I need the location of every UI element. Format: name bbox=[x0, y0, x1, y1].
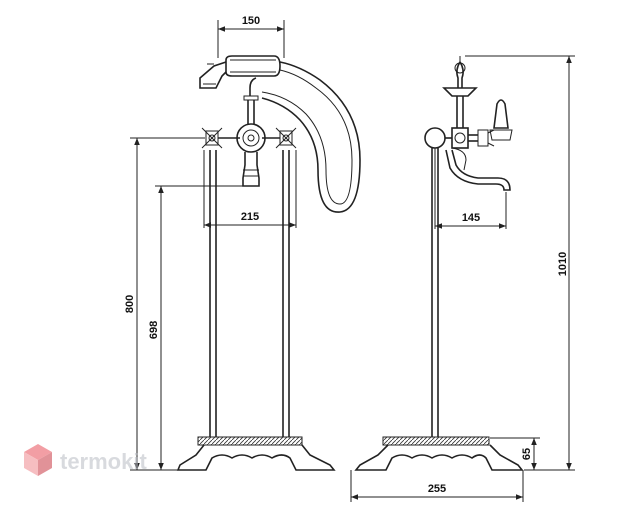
dimension-1010: 1010 bbox=[557, 252, 569, 276]
dimension-145: 145 bbox=[462, 212, 480, 224]
front-base bbox=[176, 436, 336, 471]
side-mixer-body bbox=[442, 56, 513, 191]
side-view: 145 255 1010 65 bbox=[350, 55, 575, 502]
side-ball-joint bbox=[424, 127, 446, 149]
watermark-text: termokit bbox=[60, 449, 147, 474]
dimension-255: 255 bbox=[428, 483, 446, 495]
hand-shower bbox=[199, 55, 361, 213]
dimension-215: 215 bbox=[241, 211, 259, 223]
dimension-65: 65 bbox=[521, 448, 533, 460]
left-cross-handle bbox=[201, 127, 240, 149]
mixer-body bbox=[236, 95, 266, 187]
cube-icon bbox=[24, 444, 52, 476]
dimension-698: 698 bbox=[148, 321, 160, 339]
dimension-150: 150 bbox=[242, 15, 260, 27]
side-base bbox=[354, 436, 524, 471]
right-cross-handle bbox=[262, 127, 297, 149]
front-view: 150 215 800 698 bbox=[124, 15, 361, 471]
termokit-logo: termokit bbox=[24, 444, 147, 476]
dimension-800: 800 bbox=[124, 295, 136, 313]
